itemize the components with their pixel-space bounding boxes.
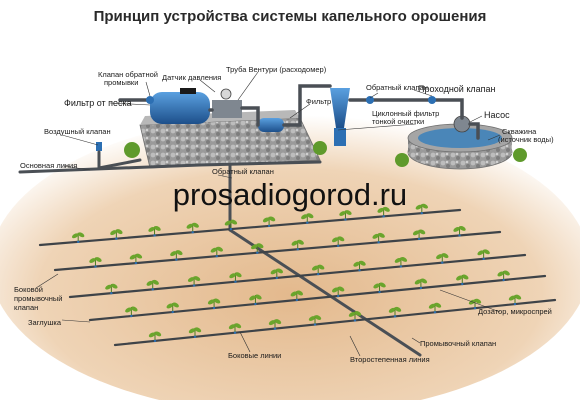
cyclone-base (334, 128, 346, 146)
plant (187, 276, 201, 287)
leader-lines (35, 71, 501, 357)
plant (207, 298, 221, 310)
plant (291, 239, 304, 251)
plant (414, 278, 428, 290)
secondary-line-lower (228, 228, 422, 357)
bush-mid (313, 141, 327, 155)
pipe-to-pump (348, 98, 464, 120)
label-dispenser: Дозатор, микроспрей (478, 307, 552, 316)
plant (453, 225, 466, 237)
fine-filter (258, 118, 284, 132)
plant (262, 216, 276, 228)
cyclone-filter (330, 88, 350, 128)
air-valve-icon (96, 142, 102, 151)
plant (339, 210, 352, 221)
label-flush-valve: Клапан обратной промывки (98, 70, 160, 87)
plant (170, 250, 183, 261)
plant (166, 302, 179, 314)
plant (508, 294, 522, 306)
label-sand-filter: Фильтр от песка (64, 98, 132, 108)
plant (353, 260, 366, 272)
plant (148, 225, 161, 237)
label-check-valve-low: Обратный клапан (212, 167, 274, 176)
main-line (18, 160, 322, 174)
plant (148, 331, 162, 343)
plants (71, 203, 522, 343)
venturi-assembly (212, 100, 242, 118)
page-title: Принцип устройства системы капельного ор… (93, 8, 487, 25)
label-plug: Заглушка (28, 318, 62, 327)
plant (224, 219, 238, 231)
label-pass-valve: Проходной клапан (418, 84, 496, 94)
plant (228, 323, 242, 334)
label-filter: Фильтр (306, 97, 331, 106)
flush-valve-icon (146, 96, 154, 104)
plant (270, 268, 284, 280)
plant (477, 249, 490, 261)
plant (125, 306, 138, 318)
check-valve-icon (366, 96, 374, 104)
watermark: prosadiogorod.ru (173, 177, 407, 212)
plant (373, 282, 386, 294)
label-check-valve-top: Обратный клапан (366, 83, 428, 92)
label-secondary-line: Второстепенная линия (350, 355, 430, 364)
plant (497, 270, 510, 282)
plant (71, 232, 85, 244)
well-water (418, 128, 502, 148)
plant (456, 274, 469, 286)
plant (331, 236, 345, 248)
plant (89, 257, 102, 268)
tank-cap (180, 88, 196, 94)
plant (290, 290, 304, 302)
bush-right (513, 148, 527, 162)
label-pump: Насос (484, 110, 510, 120)
plant (428, 302, 442, 314)
plant (311, 264, 325, 276)
pressure-gauge (220, 88, 232, 100)
plant (331, 286, 345, 298)
plant (251, 243, 264, 254)
plant (308, 315, 322, 326)
bush-left (124, 142, 140, 158)
label-pressure-sensor: Датчик давления (162, 73, 221, 82)
label-cyclone-filter: Циклонный фильтр тонкой очистки (372, 109, 441, 126)
plant (348, 310, 362, 322)
lateral-lines (38, 208, 557, 347)
label-venturi: Труба Вентури (расходомер) (226, 65, 327, 74)
label-flush-valve-bottom: Промывочный клапан (420, 339, 496, 348)
plant (229, 272, 242, 283)
plant (110, 229, 123, 240)
plant (436, 253, 449, 264)
label-main-line: Основная линия (20, 161, 77, 170)
plant (377, 206, 390, 218)
sand-filter-tank (150, 92, 210, 124)
plant (415, 203, 429, 215)
bush-well (395, 153, 409, 167)
label-air-valve: Воздушный клапан (44, 127, 111, 136)
soil-field (0, 115, 580, 400)
plant (146, 279, 159, 291)
plant (412, 229, 426, 241)
label-well: Скважина (источник воды) (498, 127, 554, 144)
plant (268, 319, 282, 330)
pass-valve-icon (428, 96, 436, 104)
plant (105, 283, 118, 295)
plant (129, 253, 143, 265)
pump-intake (468, 122, 480, 140)
label-lateral-lines: Боковые линии (228, 351, 281, 360)
plant (301, 213, 314, 224)
plant (210, 246, 224, 258)
plant (186, 222, 199, 234)
pipe-to-cyclone (282, 84, 332, 127)
label-side-flush-valve: Боковой промывочный клапан (14, 285, 65, 312)
venturi-pipe (240, 106, 260, 127)
plant (249, 294, 262, 306)
plant (188, 327, 202, 339)
plant (388, 306, 402, 318)
plant (394, 256, 408, 268)
plant (372, 232, 385, 244)
